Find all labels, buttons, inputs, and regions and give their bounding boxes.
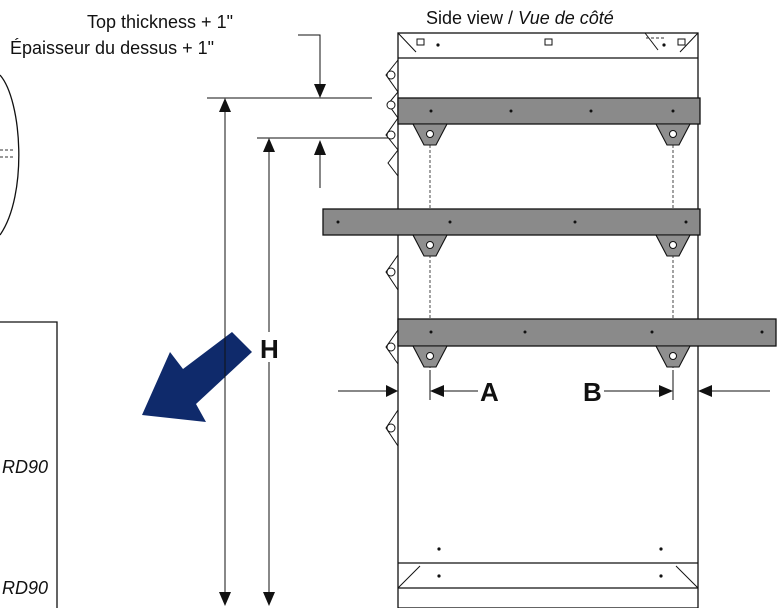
side-view-title: Side view / Vue de côté xyxy=(426,8,614,28)
dimension-h-label: H xyxy=(260,334,279,364)
shelf-middle xyxy=(322,208,701,236)
shelf-top xyxy=(397,97,701,125)
model-label-1: RD90 xyxy=(2,457,48,477)
big-blue-arrow-icon xyxy=(142,332,252,422)
top-thickness-label-fr: Épaisseur du dessus + 1" xyxy=(10,38,214,58)
dimension-b-label: B xyxy=(583,377,602,407)
top-thickness-leader xyxy=(298,34,326,188)
dimension-b-arrows xyxy=(604,370,770,400)
dimension-a-arrows xyxy=(338,370,478,400)
shelf-bottom xyxy=(397,318,777,347)
top-thickness-label-en: Top thickness + 1" xyxy=(87,12,233,32)
dimension-a-label: A xyxy=(480,377,499,407)
front-panel-outline xyxy=(0,321,58,608)
dimension-h-lines xyxy=(219,98,286,606)
shelf-brackets xyxy=(412,123,691,368)
model-label-2: RD90 xyxy=(2,578,48,598)
detail-circle xyxy=(0,74,20,236)
